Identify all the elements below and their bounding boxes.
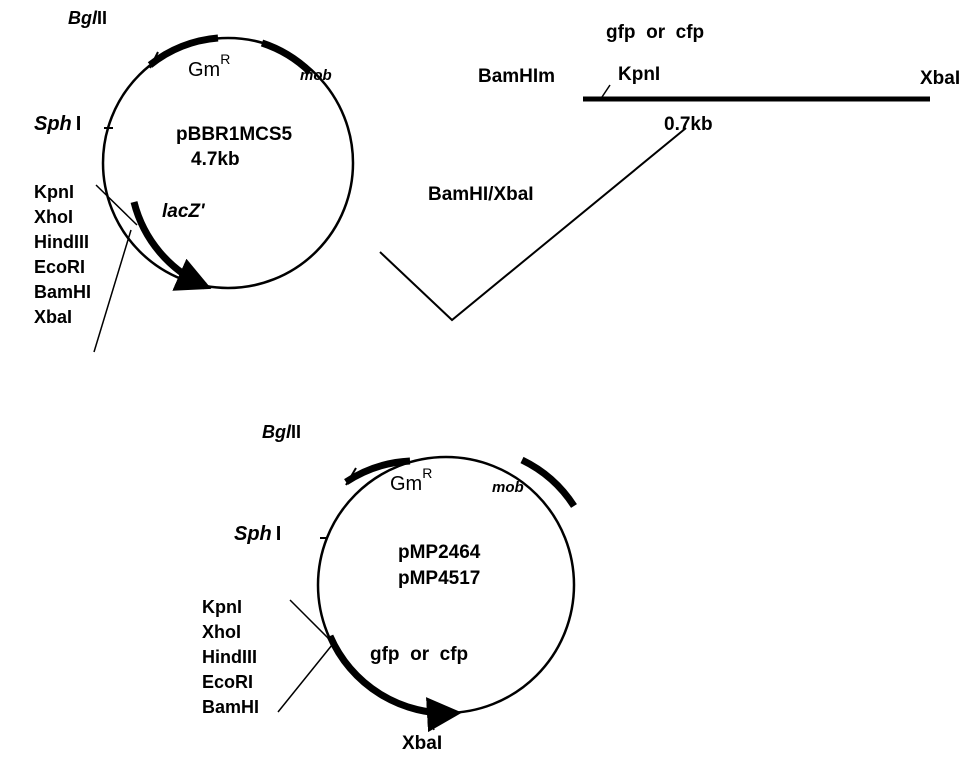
plasmid-bottom-name-2: pMP4517 bbox=[398, 568, 480, 589]
mcs-site: XbaI bbox=[34, 307, 72, 327]
mcs-site: BamHI bbox=[202, 697, 259, 717]
plasmid-top-size: 4.7kb bbox=[191, 149, 240, 170]
plasmid-top-backbone bbox=[101, 36, 355, 290]
plasmid-bottom-mcs-pointer-upper bbox=[289, 599, 331, 641]
plasmid-top-mcs-pointer-lower bbox=[93, 229, 132, 353]
plasmid-top-bgl-label: BglII bbox=[68, 8, 107, 28]
plasmid-bottom-gm-label: GmR bbox=[390, 465, 432, 495]
mcs-site: EcoRI bbox=[34, 257, 85, 277]
digest-label: BamHI/XbaI bbox=[428, 184, 534, 205]
insert-kpn-label: KpnI bbox=[618, 64, 660, 85]
plasmid-bottom-name-1: pMP2464 bbox=[398, 542, 481, 563]
plasmid-bottom-mcs-pointer-lower bbox=[277, 644, 333, 713]
plasmid-top-gm-label: GmR bbox=[188, 51, 230, 81]
digest-v-lines bbox=[379, 127, 687, 322]
plasmid-bottom-bgl-label: BglII bbox=[262, 422, 301, 442]
insert-kpn-tick bbox=[601, 84, 611, 98]
mcs-site: EcoRI bbox=[202, 672, 253, 692]
mcs-site: XhoI bbox=[202, 622, 241, 642]
plasmid-bottom-xba-tick bbox=[427, 711, 435, 731]
plasmid-bottom-mob-gene-arc bbox=[520, 456, 577, 508]
plasmid-bottom-mcs-list: KpnI XhoI HindIII EcoRI BamHI bbox=[202, 597, 259, 717]
plasmid-top-mob-gene-arc bbox=[260, 39, 313, 75]
digest-connector: BamHI/XbaI bbox=[379, 127, 687, 322]
mcs-site: XhoI bbox=[34, 207, 73, 227]
plasmid-top-lacz-arrow bbox=[130, 201, 212, 291]
plasmid-top-bgl-tick bbox=[149, 51, 159, 69]
mcs-site: KpnI bbox=[34, 182, 74, 202]
plasmid-bottom-gm-gene-arc bbox=[344, 457, 411, 485]
mcs-site: KpnI bbox=[202, 597, 242, 617]
mcs-site: HindIII bbox=[34, 232, 89, 252]
plasmid-top-mcs-list: KpnI XhoI HindIII EcoRI BamHI XbaI bbox=[34, 182, 91, 327]
plasmid-bottom-mob-label: mob bbox=[492, 479, 524, 496]
mcs-site: BamHI bbox=[34, 282, 91, 302]
mcs-site: HindIII bbox=[202, 647, 257, 667]
plasmid-top-mcs-pointer-upper bbox=[95, 184, 138, 226]
plasmid-bottom-bgl-tick bbox=[345, 467, 357, 486]
plasmid-top-lacz-label: lacZ' bbox=[162, 201, 206, 222]
plasmid-top-mob-label: mob bbox=[300, 67, 332, 84]
plasmid-top-name: pBBR1MCS5 bbox=[176, 124, 293, 145]
plasmid-bottom-insert-arrow bbox=[326, 634, 462, 733]
insert-left-end-label: BamHIm bbox=[478, 66, 555, 87]
insert-size-label: 0.7kb bbox=[664, 114, 713, 135]
plasmid-top-gm-gene-arc bbox=[147, 34, 219, 68]
insert-right-end-label: XbaI bbox=[920, 68, 960, 89]
insert-fragment: gfp or cfp BamHIm KpnI XbaI 0.7kb bbox=[478, 22, 960, 135]
plasmid-bottom-xba-label: XbaI bbox=[402, 733, 442, 752]
plasmid-bottom-insert-label: gfp or cfp bbox=[370, 644, 468, 665]
insert-gene-label: gfp or cfp bbox=[606, 22, 704, 43]
